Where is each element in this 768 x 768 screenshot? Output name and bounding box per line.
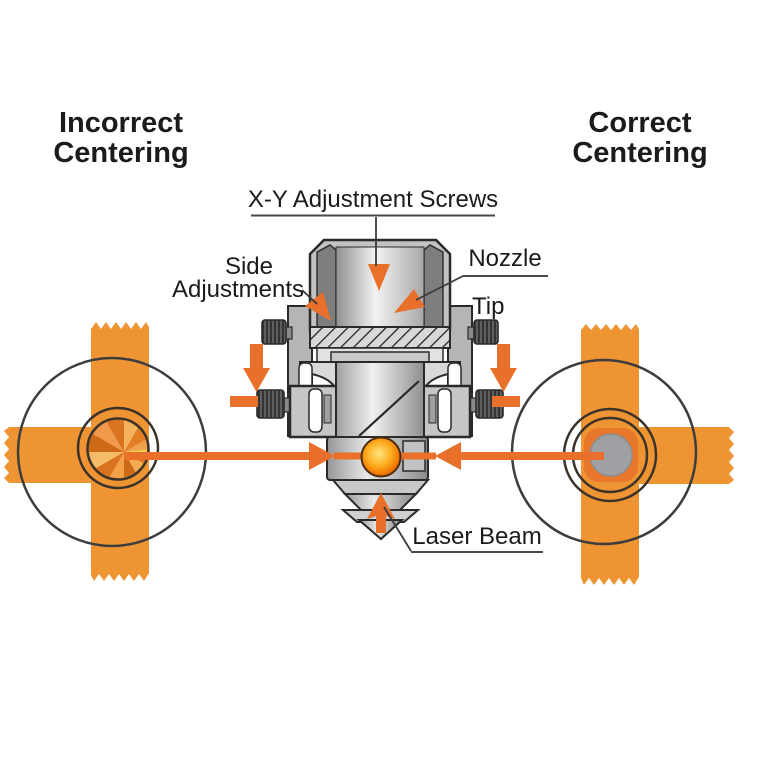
xy-bore-arrow <box>368 264 390 291</box>
side-adjustments-label-line1: Side <box>225 253 273 280</box>
plate-lower <box>330 351 430 363</box>
mirror-diagonal <box>358 380 420 437</box>
side-pointer-arrow <box>305 292 331 321</box>
incorrect-inner-circle-2 <box>86 417 150 481</box>
beam-arrowhead-right <box>435 442 461 470</box>
down-arrow-right <box>490 344 517 392</box>
nozzle-pointer-arrow <box>394 289 425 313</box>
nozzle-leader <box>415 275 464 301</box>
upper-screw-left-head <box>261 319 287 345</box>
hatch-band-lines <box>309 326 451 349</box>
laser-beam-label: Laser Beam <box>412 523 541 550</box>
beam-mid-left <box>334 452 363 460</box>
down-arrow-left <box>243 344 270 392</box>
dash-right <box>492 396 520 407</box>
housing-tab-left <box>323 394 332 424</box>
side-adjustments-label-line2: Adjustments <box>172 276 304 303</box>
upper-screw-right-head <box>473 319 499 345</box>
incorrect-target <box>4 322 208 581</box>
beam-right-segment <box>461 452 604 460</box>
beam-left-segment <box>124 452 309 460</box>
dash-left <box>230 396 258 407</box>
correct-heading-line2: Centering <box>572 137 707 169</box>
beam-mid-right <box>399 452 436 460</box>
housing-slot-left <box>308 388 323 433</box>
beam-arrowhead-left <box>309 442 335 470</box>
incorrect-heading-line1: Incorrect <box>59 107 183 139</box>
tip-label: Tip <box>472 293 504 320</box>
correct-target <box>510 324 734 585</box>
lower-screw-left-head <box>256 389 285 419</box>
nozzle-label: Nozzle <box>468 245 541 272</box>
tip-up-arrow <box>367 493 395 533</box>
laser-beam-graphics <box>124 264 604 533</box>
laser-beam-leader <box>383 506 412 552</box>
tape-horizontal-right <box>639 427 734 484</box>
laser-focus-ball <box>360 436 402 478</box>
incorrect-inner-circle-1 <box>76 406 160 490</box>
side-adjustments-leader <box>301 289 318 305</box>
central-cylinder <box>335 361 425 438</box>
annotations: Incorrect Centering Correct Centering X-… <box>53 107 708 553</box>
top-cup-wall-right <box>423 244 444 328</box>
incorrect-heading-line2: Centering <box>53 137 188 169</box>
housing-slot-right <box>437 388 452 433</box>
housing-tab-right <box>428 394 437 424</box>
xy-adjustment-label: X-Y Adjustment Screws <box>248 186 498 213</box>
correct-heading-line1: Correct <box>588 107 691 139</box>
tip-taper-1 <box>330 479 431 495</box>
